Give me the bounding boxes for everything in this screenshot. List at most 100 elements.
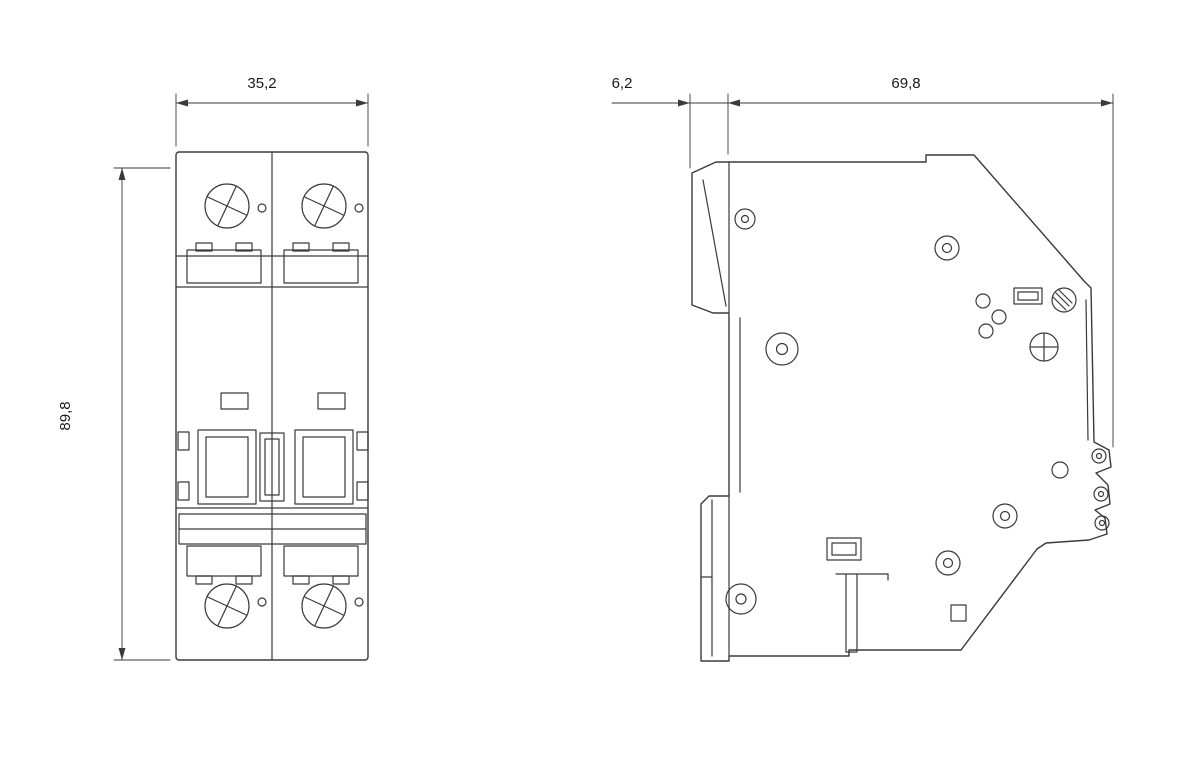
terminal-tab [332, 242, 350, 252]
terminal-tab [292, 575, 310, 585]
pin-hole [257, 203, 267, 213]
latch-pin [1051, 461, 1069, 479]
hook-pin-center [1098, 519, 1106, 527]
terminal-cage [186, 249, 262, 284]
rivet-center [775, 342, 789, 356]
hook-pin [1091, 448, 1107, 464]
side-depth-dimension: 69,8 [727, 75, 1114, 448]
hatch-line [1058, 289, 1073, 304]
window-inner [1017, 291, 1039, 301]
rivet [935, 550, 961, 576]
screw-cross [207, 186, 247, 226]
toggle-lever [197, 429, 257, 505]
rivet-center [941, 242, 953, 254]
front-body [175, 151, 369, 661]
pin-hole [354, 597, 364, 607]
side-terminal-hooks [1085, 299, 1110, 531]
clip-spring-line [702, 179, 727, 307]
handle-tie [259, 432, 285, 502]
terminal-tab [332, 575, 350, 585]
latch-pin [975, 293, 991, 309]
screw-head [204, 583, 250, 629]
side-terminal-screw [1051, 287, 1077, 313]
screw-head [301, 583, 347, 629]
rivet [734, 208, 756, 230]
terminal-tab [195, 575, 213, 585]
front-height-label: 89,8 [57, 401, 74, 430]
side-rivets [725, 208, 1018, 615]
screw-bottom-right [301, 583, 364, 629]
mold-stub [356, 431, 369, 451]
front-terminal-top [175, 242, 369, 288]
latch-pin [978, 323, 994, 339]
pin-hole [354, 203, 364, 213]
label-window [317, 392, 346, 410]
front-view: 35,2 89,8 [57, 75, 369, 661]
terminal-cage [186, 545, 262, 577]
hatch-line [1052, 296, 1067, 311]
terminal-tab [235, 575, 253, 585]
front-lower-plate [175, 507, 369, 545]
hatch-line [1055, 292, 1070, 307]
front-height-dimension: 89,8 [57, 167, 171, 661]
rivet [992, 503, 1018, 529]
hook-pin-center [1097, 490, 1105, 498]
screw-cross [304, 586, 344, 626]
side-depth-label: 69,8 [891, 75, 920, 92]
pin-hole [257, 597, 267, 607]
mech-stub [950, 604, 967, 622]
screw-head [301, 183, 347, 229]
side-window [1013, 287, 1043, 305]
screw-slot [314, 586, 334, 626]
terminal-cage [283, 249, 359, 284]
rivet [934, 235, 960, 261]
hook-pin [1094, 515, 1110, 531]
side-offset-label: 6,2 [612, 75, 633, 92]
terminal-tab [292, 242, 310, 252]
terminal-tab [235, 242, 253, 252]
hook-pin [1093, 486, 1109, 502]
screw-cross [207, 586, 247, 626]
front-width-dimension: 35,2 [175, 75, 369, 147]
screw-slot [314, 186, 334, 226]
screw-head [1051, 287, 1077, 313]
screw-slot [217, 186, 237, 226]
terminal-tab [195, 242, 213, 252]
mold-stub [177, 431, 190, 451]
handle-tie-inner [264, 438, 280, 496]
din-rail-clip [700, 161, 741, 657]
screw-slot [217, 586, 237, 626]
rivet-center [735, 593, 747, 605]
rivet [725, 583, 757, 615]
window-frame [1013, 287, 1043, 305]
mold-stub [356, 481, 369, 501]
rivet [765, 332, 799, 366]
latch-pin [991, 309, 1007, 325]
screw-bottom-left [204, 583, 267, 629]
mech-block [826, 537, 862, 561]
screw-top-right [301, 183, 364, 229]
terminal-cage [283, 545, 359, 577]
screw-cross [304, 186, 344, 226]
side-adjust-screw [1029, 332, 1059, 362]
label-window [220, 392, 249, 410]
toggle-lever-inner [302, 436, 346, 498]
side-view: 6,2 69,8 [611, 75, 1114, 662]
side-body [691, 154, 1112, 662]
side-latch-pins [975, 293, 1069, 479]
front-wall-line [1085, 299, 1089, 441]
side-bottom-mechanism [826, 537, 967, 653]
screw-head [204, 183, 250, 229]
screw-head [1029, 332, 1059, 362]
rivet-center [942, 557, 954, 569]
front-width-label: 35,2 [247, 75, 276, 92]
screw-top-left [204, 183, 267, 229]
mold-stub [177, 481, 190, 501]
hook-pin-center [1095, 452, 1103, 460]
mech-block-inner [831, 542, 857, 556]
front-toggles [177, 429, 369, 505]
toggle-lever [294, 429, 354, 505]
